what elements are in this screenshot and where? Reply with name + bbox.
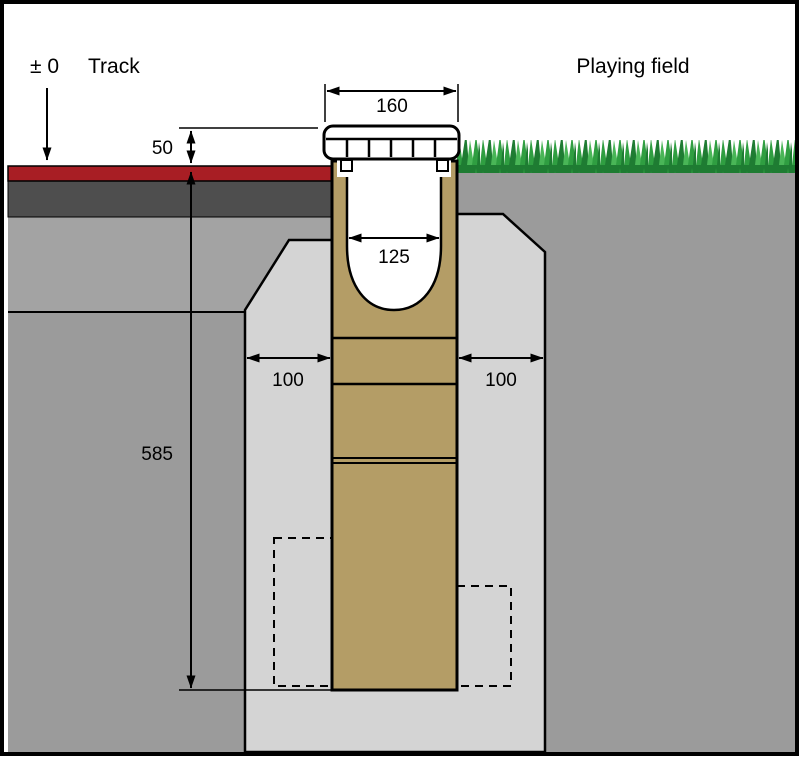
knockout-left	[273, 537, 333, 687]
dim-inner-width: 125	[348, 233, 440, 268]
dim-grate-width: 160	[324, 84, 459, 122]
channel	[322, 124, 461, 692]
grate-clip-left	[340, 159, 353, 172]
dim-cover-height-label: 50	[152, 138, 173, 159]
annotations: ± 0 Track Playing field	[30, 55, 690, 161]
grass-blades	[457, 140, 795, 173]
dim-total-depth-label: 585	[141, 444, 173, 465]
channel-mouth	[337, 157, 451, 177]
playing-field-label: Playing field	[576, 55, 689, 78]
dim-cover-height: 50	[152, 127, 318, 164]
datum-label: ± 0	[30, 55, 59, 78]
channel-grate	[322, 124, 461, 161]
track-label: Track	[88, 55, 140, 78]
channel-cavity	[345, 177, 443, 312]
dim-grate-width-label: 160	[376, 96, 408, 117]
track-buildup	[7, 165, 333, 218]
playing-field-grass	[457, 140, 795, 173]
track-surface-layer	[7, 165, 333, 182]
dim-inner-width-label: 125	[378, 247, 410, 268]
dim-left-surround: 100	[246, 353, 331, 391]
dim-left-surround-label: 100	[272, 370, 304, 391]
grate-clip-right	[436, 159, 449, 172]
dim-right-surround: 100	[458, 353, 544, 391]
dim-total-depth: 585	[141, 171, 332, 691]
dim-right-surround-label: 100	[485, 370, 517, 391]
knockout-right	[456, 585, 512, 687]
asphalt-layer	[7, 180, 333, 218]
